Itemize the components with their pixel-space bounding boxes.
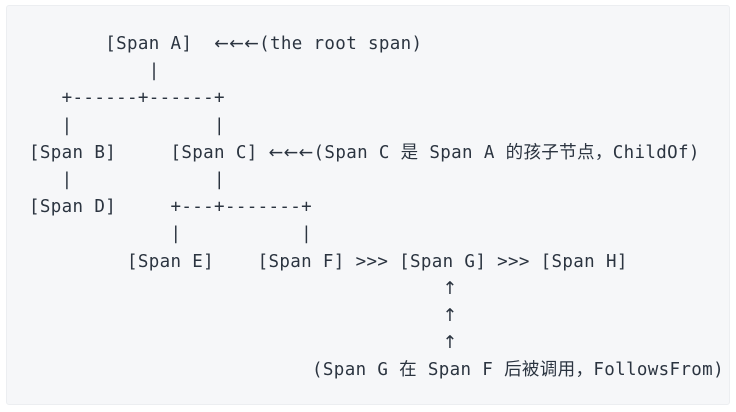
arrow-icon: ←←← <box>268 142 314 163</box>
mono-text: | | <box>29 224 313 245</box>
cjk-text: 的孩子节点， <box>505 142 613 163</box>
mono-text: | <box>29 61 160 82</box>
mono-text: (the root span) <box>259 34 423 54</box>
ascii-diagram-code-block: [Span A] ←←←(the root span) | +------+--… <box>6 5 730 405</box>
mono-text: Span F <box>416 360 505 381</box>
line-branch-legs-3: | | <box>29 221 724 248</box>
line-up-arrow-2: ↑ <box>29 303 724 330</box>
mono-text: ChildOf) <box>612 142 700 163</box>
line-span-b-span-c: [Span B] [Span C] ←←←(Span C 是 Span A 的孩… <box>29 140 724 167</box>
mono-text: [Span E] [Span F] >>> [Span G] >>> [Span… <box>29 251 628 272</box>
mono-text <box>29 306 443 326</box>
line-followsfrom-note: (Span G 在 Span F 后被调用，FollowsFrom) <box>29 357 724 384</box>
mono-text: Span A <box>418 142 506 163</box>
cjk-text: 后被调用， <box>504 360 594 381</box>
line-branch-legs-1: | | <box>29 113 724 140</box>
line-up-arrow-3: ↑ <box>29 330 724 357</box>
mono-text: [Span B] [Span C] <box>29 142 269 163</box>
arrow-icon: ↑ <box>442 278 458 299</box>
line-span-d-branch: [Span D] +---+-------+ <box>29 194 724 221</box>
cjk-text: 在 <box>399 360 417 381</box>
arrow-icon: ↑ <box>442 305 458 326</box>
mono-text: (Span G <box>29 360 400 381</box>
mono-text: | | <box>29 169 225 190</box>
cjk-text: 是 <box>400 142 419 163</box>
line-branch-top: +------+------+ <box>29 85 724 112</box>
line-span-e-f-g-h: [Span E] [Span F] >>> [Span G] >>> [Span… <box>29 249 724 276</box>
line-span-a-root: [Span A] ←←←(the root span) <box>29 31 724 58</box>
arrow-icon: ↑ <box>442 333 458 354</box>
mono-text: [Span A] <box>29 34 215 54</box>
span-tree-ascii-art: [Span A] ←←←(the root span) | +------+--… <box>29 31 724 384</box>
line-branch-legs-2: | | <box>29 167 724 194</box>
line-root-stem: | <box>29 58 724 85</box>
mono-text: (Span C <box>313 142 401 163</box>
mono-text: | | <box>29 115 225 136</box>
mono-text: +------+------+ <box>29 88 225 109</box>
line-up-arrow-1: ↑ <box>29 276 724 303</box>
mono-text: FollowsFrom) <box>593 360 724 381</box>
mono-text <box>29 279 443 299</box>
arrow-icon: ←←← <box>214 34 260 54</box>
mono-text <box>29 333 443 353</box>
mono-text: [Span D] +---+-------+ <box>29 197 313 218</box>
